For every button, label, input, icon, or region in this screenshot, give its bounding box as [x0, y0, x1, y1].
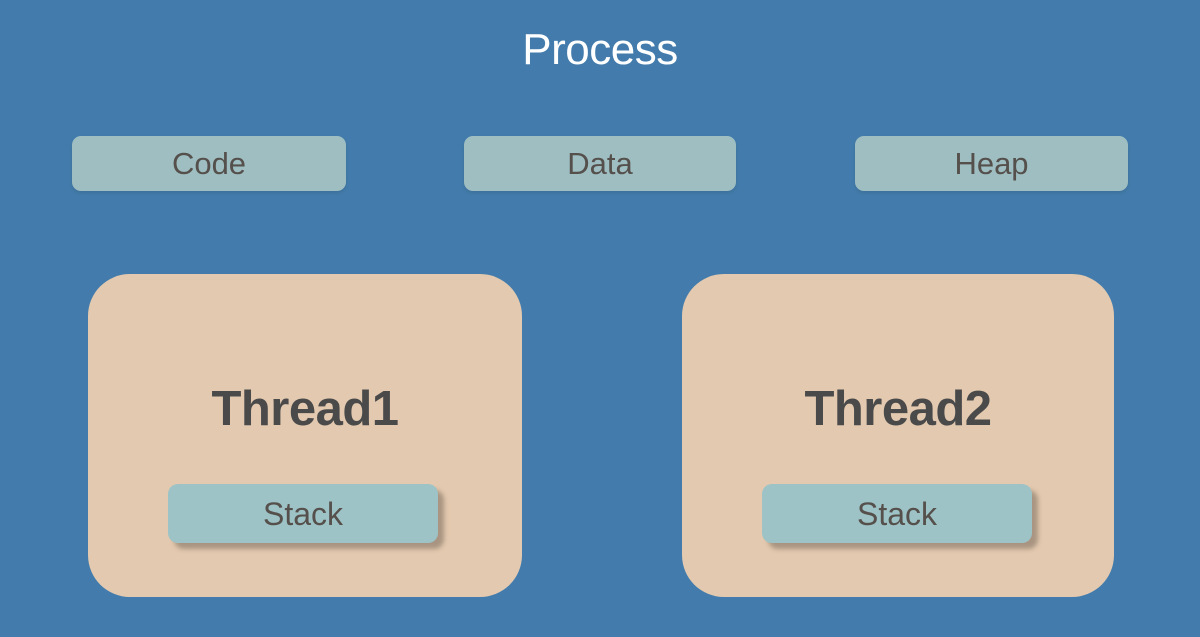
- stack-label-2: Stack: [856, 495, 938, 532]
- segment-label-data: Data: [567, 146, 633, 181]
- thread-card-2: Thread2 Stack: [682, 274, 1114, 597]
- page-title: Process: [522, 25, 678, 74]
- segment-label-heap: Heap: [954, 146, 1029, 181]
- thread-stack-2: Stack: [762, 484, 1032, 543]
- stack-label-1: Stack: [262, 495, 344, 532]
- memory-segment-heap: Heap: [855, 136, 1128, 191]
- thread-title-2: Thread2: [804, 382, 992, 436]
- memory-segment-data: Data: [464, 136, 736, 191]
- memory-segment-code: Code: [72, 136, 346, 191]
- thread-stack-1: Stack: [168, 484, 438, 543]
- thread-card-1: Thread1 Stack: [88, 274, 522, 597]
- thread-title-1: Thread1: [211, 382, 399, 436]
- segment-label-code: Code: [171, 146, 247, 181]
